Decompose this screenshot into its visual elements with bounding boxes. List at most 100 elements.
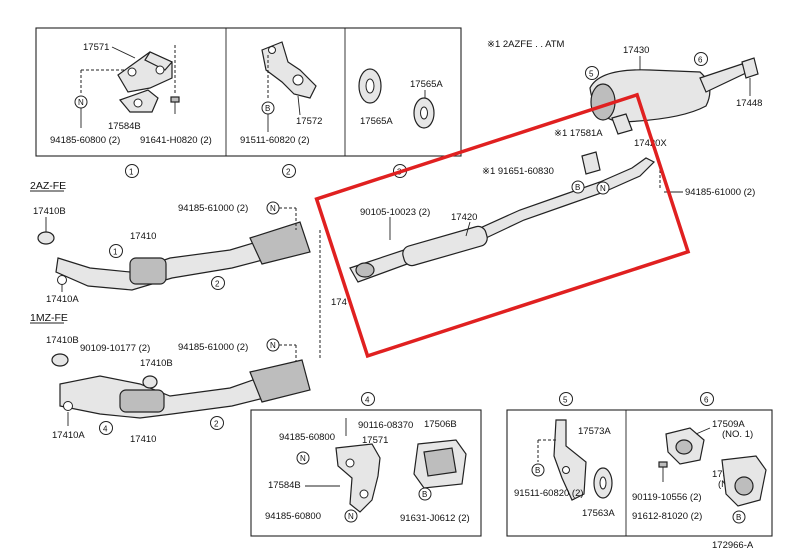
detail-6: 17509A (NO. 1) 17509A (NO. 2) 90119-1055… xyxy=(632,419,767,524)
svg-text:N: N xyxy=(270,341,276,350)
detail-1: 17571 N 17584B 94185-60800 (2) 91641-H08… xyxy=(50,42,212,178)
label-g3-b: 17565A xyxy=(410,79,443,90)
gasket-icon xyxy=(51,353,69,367)
bracket-icon xyxy=(335,443,381,513)
nut-icon xyxy=(57,275,67,285)
label-g4-bolt-top: 90116-08370 xyxy=(358,420,413,431)
nut-icon: N xyxy=(74,95,88,109)
tail-pipe-icon xyxy=(741,57,759,79)
label-g1-bolt: 91641-H0820 (2) xyxy=(140,135,212,146)
svg-text:N: N xyxy=(600,184,606,193)
rubber-pad-icon xyxy=(413,439,467,489)
rubber-mount-icon xyxy=(721,455,767,507)
svg-text:5: 5 xyxy=(589,70,594,79)
callout-4 xyxy=(361,392,375,406)
label-g4-part: 17571 xyxy=(362,435,388,446)
detail-box-1-2-3 xyxy=(35,27,462,157)
callout-6 xyxy=(700,392,714,406)
svg-text:N: N xyxy=(348,512,354,521)
rubber-hanger-icon xyxy=(358,68,382,104)
callout-1 xyxy=(109,244,123,258)
reference-number: 172966-A xyxy=(712,540,754,551)
label-g4-nut-top: 94185-60800 xyxy=(279,432,335,443)
callout-5 xyxy=(559,392,573,406)
front-pipe-1mzfe: 1MZ-FE 17410B 90109-10177 (2) 17410B 941… xyxy=(30,312,311,445)
label-17410-a: 17410 xyxy=(130,231,156,242)
highlight-box xyxy=(314,92,691,359)
label-g1-nut: 94185-60800 (2) xyxy=(50,135,120,146)
label-17581a: ※1 17581A xyxy=(554,128,603,139)
center-pipe-assembly: ※1 17581A 17420X ※1 91651-60830 94185-61… xyxy=(314,92,755,359)
label-g5-bolt: 91511-60820 (2) xyxy=(514,488,584,499)
label-g6-bolt: 90119-10556 (2) xyxy=(632,492,702,503)
label-17410b-b1: 17410B xyxy=(46,335,79,346)
label-g1-mid: 17584B xyxy=(108,121,141,132)
svg-text:1: 1 xyxy=(113,248,118,257)
callout-5 xyxy=(585,66,599,80)
bracket-icon xyxy=(553,419,587,501)
label-g4-nut-bot: 94185-60800 xyxy=(265,511,321,522)
bracket-icon xyxy=(261,41,317,99)
svg-text:B: B xyxy=(535,466,540,475)
label-17410b-a: 17410B xyxy=(33,206,66,217)
svg-text:4: 4 xyxy=(103,425,108,434)
svg-text:2: 2 xyxy=(214,420,219,429)
svg-text:6: 6 xyxy=(704,396,709,405)
callout-2 xyxy=(282,164,296,178)
svg-text:B: B xyxy=(575,183,580,192)
detail-5-6: 5 6 xyxy=(506,392,773,537)
label-eng-2azfe: 2AZ-FE xyxy=(30,180,66,192)
label-muffler: 17430 xyxy=(623,45,649,56)
catalytic-converter-icon xyxy=(55,221,311,291)
front-pipe-2azfe: 2AZ-FE 17410B 17410 1 94185-61000 (2) N … xyxy=(30,180,321,360)
svg-text:N: N xyxy=(300,454,306,463)
label-g3-a: 17565A xyxy=(360,116,393,127)
label-90105: 90105-10023 (2) xyxy=(360,207,430,218)
nut-icon xyxy=(63,401,73,411)
svg-text:N: N xyxy=(78,98,84,107)
detail-4: 4 90116-08370 94185-60800 17571 17506B N… xyxy=(250,392,482,537)
muffler-assembly: ※1 2AZFE . . ATM 17430 5 6 17448 xyxy=(487,39,762,135)
label-17420x: 17420X xyxy=(634,138,667,149)
callout-4 xyxy=(99,421,113,435)
nut-marker xyxy=(344,509,358,523)
label-g6-bolt2: 91612-81020 (2) xyxy=(632,511,702,522)
catalytic-converter-icon xyxy=(59,359,311,419)
label-g4-mid: 17584B xyxy=(268,480,301,491)
nut-marker xyxy=(596,181,610,195)
label-tip: 17448 xyxy=(736,98,762,109)
svg-text:1: 1 xyxy=(129,168,134,177)
callout-6 xyxy=(694,52,708,66)
label-17410b-b2: 17410B xyxy=(140,358,173,369)
label-17410-b: 17410 xyxy=(130,434,156,445)
svg-text:2: 2 xyxy=(215,280,220,289)
bracket-icon xyxy=(118,89,159,113)
bolt-marker xyxy=(571,180,585,194)
rubber-hanger-icon xyxy=(413,97,435,129)
rubber-hanger-icon xyxy=(593,467,613,499)
callout-2 xyxy=(210,416,224,430)
rubber-mount-icon xyxy=(665,427,705,465)
svg-text:6: 6 xyxy=(698,56,703,65)
label-17420-side: 174 xyxy=(331,297,347,308)
label-17410a-b: 17410A xyxy=(52,430,85,441)
label-g5-part: 17573A xyxy=(578,426,611,437)
svg-text:B: B xyxy=(265,104,270,113)
bolt-icon xyxy=(658,461,668,482)
svg-text:B: B xyxy=(736,513,741,522)
bolt-icon xyxy=(170,96,180,114)
gasket-icon xyxy=(37,231,55,245)
label-g2-part: 17572 xyxy=(296,116,322,127)
bolt-marker xyxy=(732,510,746,524)
label-17410a-a: 17410A xyxy=(46,294,79,305)
muffler-icon xyxy=(589,63,749,123)
callout-2 xyxy=(211,276,225,290)
label-g1-top: 17571 xyxy=(83,42,109,53)
bracket-icon xyxy=(117,51,173,93)
detail-5: 17573A B 91511-60820 (2) 17563A xyxy=(514,419,615,519)
detail-2: 17572 B 91511-60820 (2) 2 xyxy=(240,41,322,178)
label-94185-b: 94185-61000 (2) xyxy=(178,342,248,353)
svg-text:4: 4 xyxy=(365,396,370,405)
svg-text:B: B xyxy=(422,490,427,499)
